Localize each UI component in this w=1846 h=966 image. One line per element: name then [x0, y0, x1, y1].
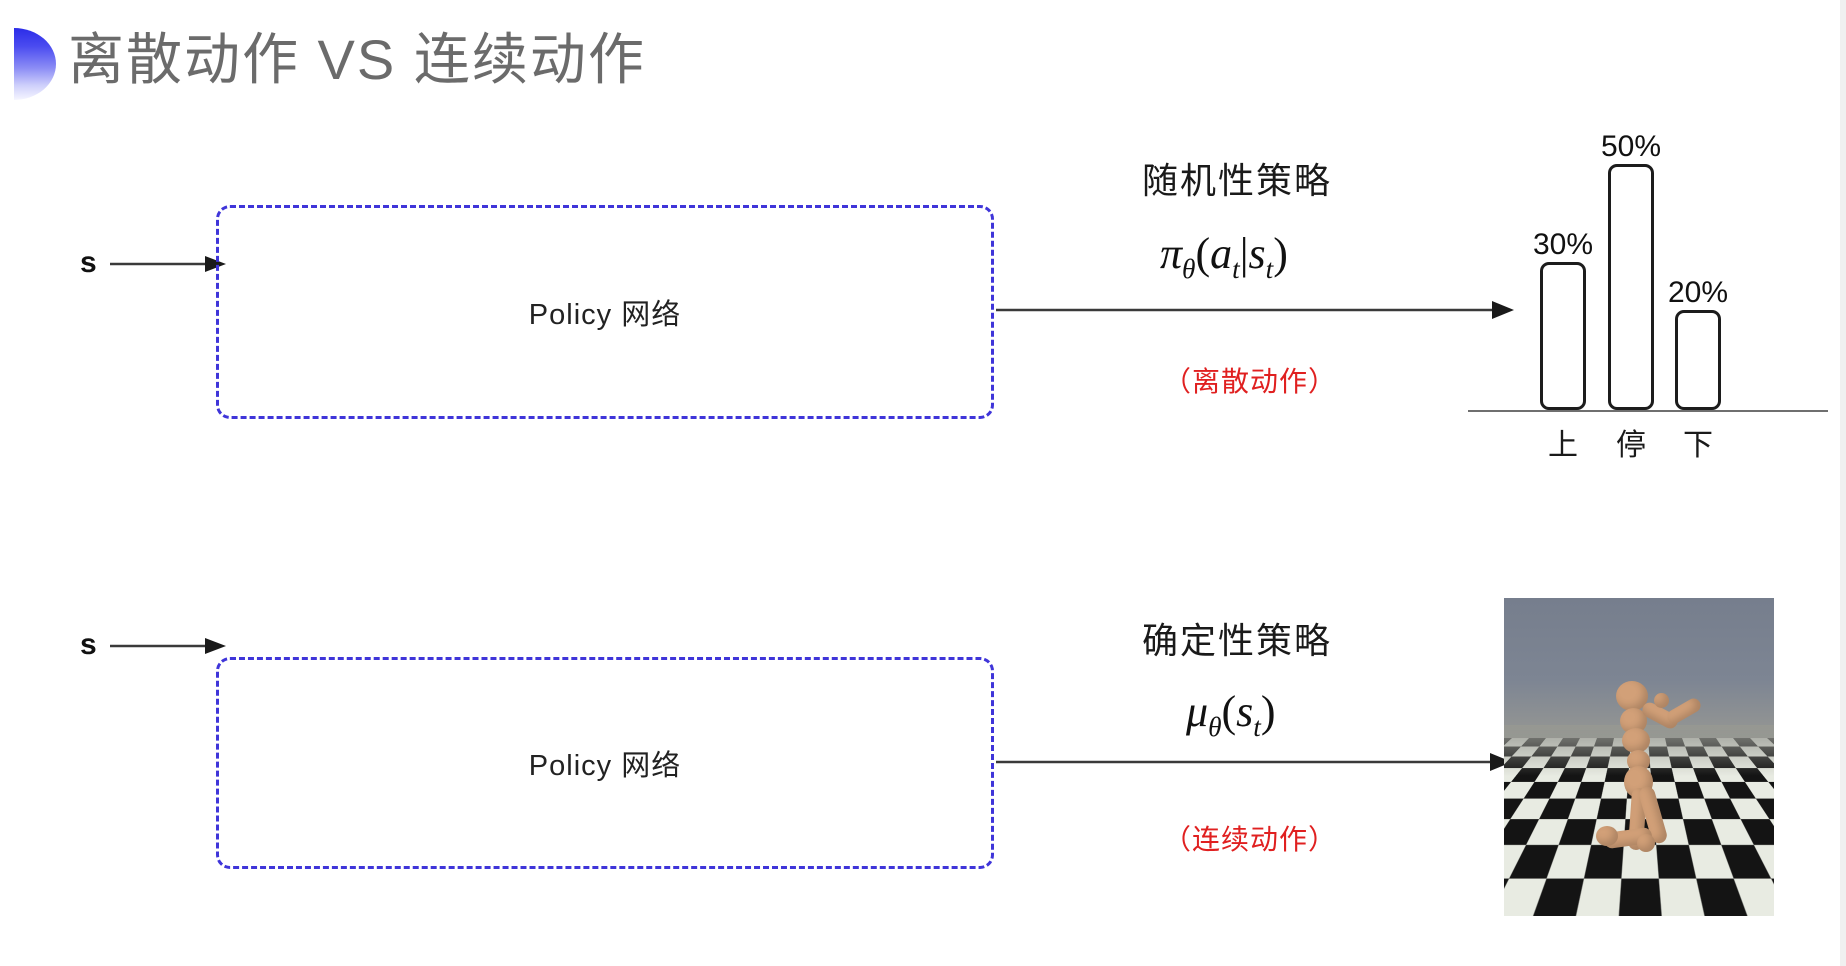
policy-formula-discrete: πθ(at|st): [1160, 228, 1288, 285]
formula-open-paren: (: [1221, 687, 1237, 736]
formula-arg1: s: [1236, 687, 1254, 736]
formula-arg1-sub: t: [1232, 253, 1240, 284]
state-label-continuous: s: [80, 628, 97, 661]
bar-up[interactable]: [1540, 262, 1586, 410]
state-label-discrete: s: [80, 246, 97, 279]
input-arrow-continuous: [110, 638, 226, 654]
output-arrow-discrete: [996, 301, 1514, 319]
policy-formula-continuous: μθ(st): [1186, 686, 1276, 743]
policy-network-box-discrete[interactable]: Policy 网络: [216, 205, 994, 419]
bar-value-stop: 50%: [1600, 130, 1662, 163]
action-note-continuous: （连续动作）: [1163, 824, 1338, 855]
policy-network-label-discrete: Policy 网络: [528, 299, 682, 331]
formula-base-sub: θ: [1208, 711, 1222, 742]
bar-down[interactable]: [1675, 310, 1721, 410]
slide-right-edge: [1840, 0, 1846, 966]
formula-arg2: s: [1248, 229, 1266, 278]
formula-open-paren: (: [1195, 229, 1211, 278]
humanoid-knee: [1637, 834, 1655, 852]
bar-value-up: 30%: [1532, 228, 1594, 261]
bar-category-stop: 停: [1616, 429, 1646, 462]
formula-arg1-sub: t: [1253, 711, 1261, 742]
humanoid-foot: [1596, 826, 1618, 846]
policy-name-discrete: 随机性策略: [1142, 160, 1333, 201]
action-note-discrete: （离散动作）: [1163, 366, 1338, 397]
title-bullet-icon: [14, 28, 56, 100]
bar-category-up: 上: [1548, 429, 1578, 462]
formula-arg2-sub: t: [1265, 253, 1274, 284]
bar-value-down: 20%: [1667, 276, 1729, 309]
policy-network-label-continuous: Policy 网络: [528, 750, 682, 782]
formula-condition-bar: |: [1239, 229, 1249, 278]
output-arrow-continuous: [996, 753, 1512, 771]
formula-base: μ: [1186, 687, 1209, 736]
action-probability-bar-chart: 30% 50% 20% 上 停 下: [1468, 120, 1828, 462]
formula-close-paren: ): [1273, 229, 1288, 278]
chart-baseline: [1468, 410, 1828, 412]
formula-close-paren: ): [1260, 687, 1276, 736]
bar-stop[interactable]: [1608, 164, 1654, 410]
formula-base: π: [1160, 229, 1183, 278]
humanoid-simulation-image: [1504, 598, 1774, 916]
input-arrow-discrete: [110, 256, 226, 272]
policy-network-box-continuous[interactable]: Policy 网络: [216, 657, 994, 869]
page-title: 离散动作 VS 连续动作: [68, 28, 646, 91]
humanoid-torso-lower: [1622, 728, 1650, 753]
humanoid-hand: [1654, 693, 1669, 708]
policy-name-continuous: 确定性策略: [1142, 620, 1333, 661]
bar-category-down: 下: [1683, 429, 1713, 462]
formula-base-sub: θ: [1182, 253, 1196, 284]
formula-arg1: a: [1210, 229, 1233, 278]
